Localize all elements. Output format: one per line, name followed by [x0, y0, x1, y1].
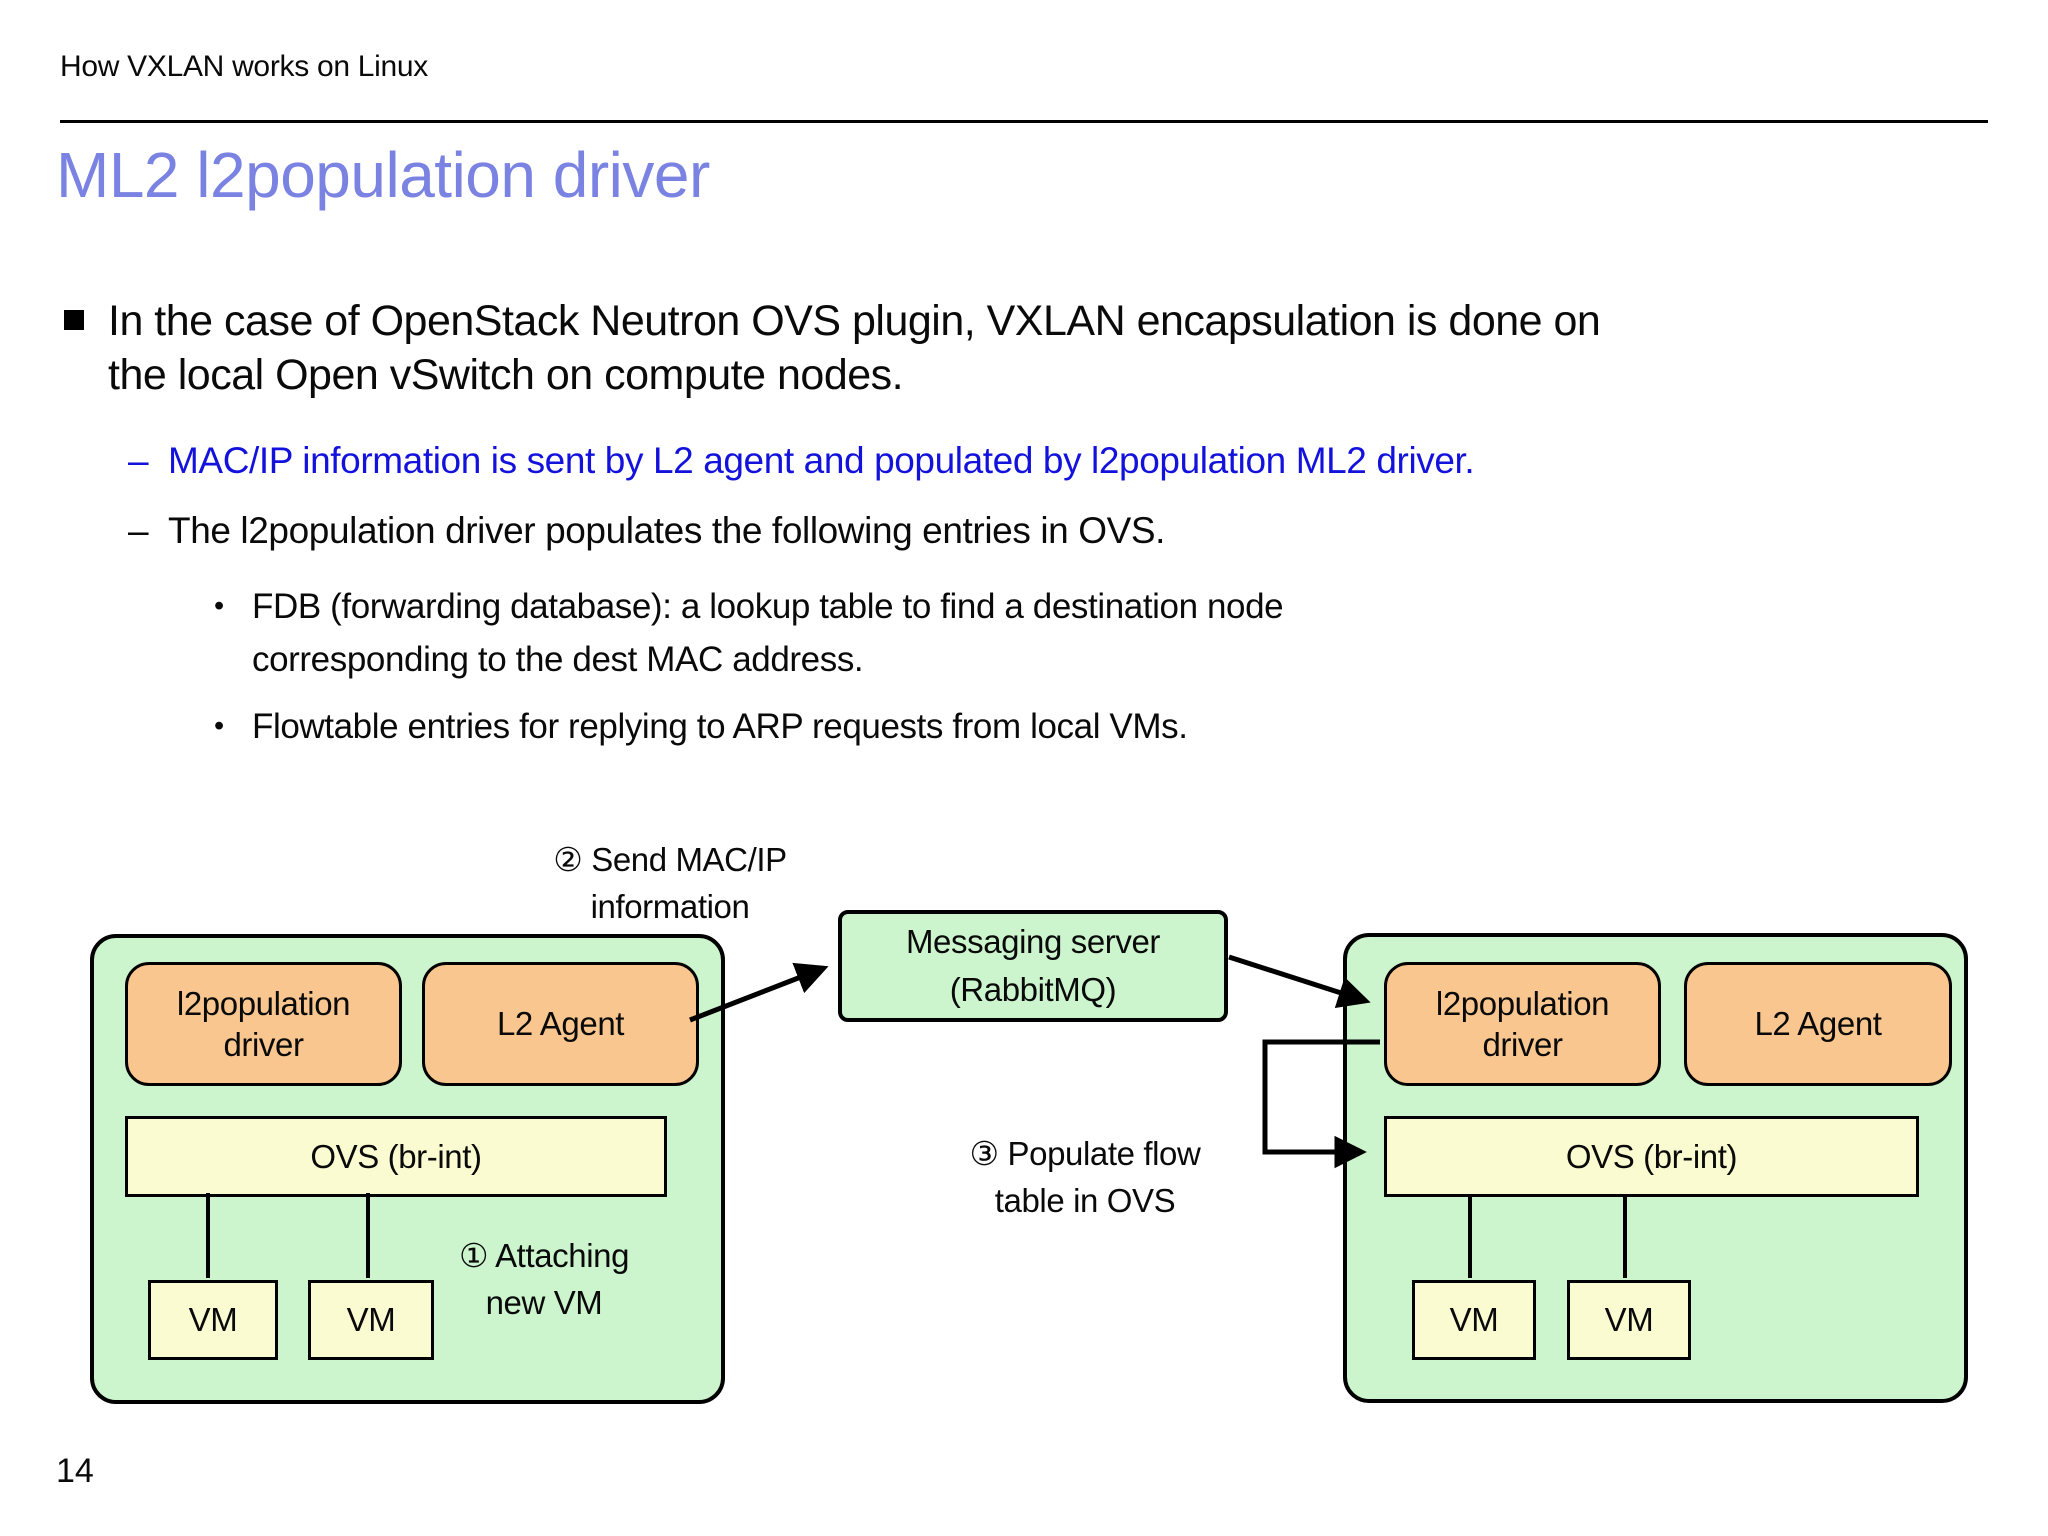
left-l2-agent-box: L2 Agent: [422, 962, 699, 1086]
dot-bullet-marker: •: [214, 710, 224, 742]
header-divider: [60, 120, 1988, 123]
right-l2-agent-box: L2 Agent: [1684, 962, 1952, 1086]
bullet-level2-text: The l2population driver populates the fo…: [168, 510, 1166, 551]
dot-bullet-marker: •: [214, 590, 224, 622]
left-vm-box-1: VM: [148, 1280, 278, 1360]
left-l2population-driver-box: l2population driver: [125, 962, 402, 1086]
slide-header: How VXLAN works on Linux: [60, 50, 428, 83]
label-step1-attaching-new-vm: ① Attaching new VM: [458, 1237, 630, 1321]
left-vm-box-2: VM: [308, 1280, 434, 1360]
square-bullet-marker: [64, 310, 84, 330]
bullet-level1: In the case of OpenStack Neutron OVS plu…: [64, 294, 1984, 402]
messaging-server-box: Messaging server (RabbitMQ): [838, 910, 1228, 1022]
bullet-level2: – The l2population driver populates the …: [128, 508, 2028, 554]
bullet-level2-highlight-text: MAC/IP information is sent by L2 agent a…: [168, 440, 1475, 481]
left-ovs-box: OVS (br-int): [125, 1116, 667, 1197]
right-vm-box-1: VM: [1412, 1280, 1536, 1360]
dash-marker: –: [128, 440, 149, 481]
bullet-level3-flowtable-text: Flowtable entries for replying to ARP re…: [252, 707, 1188, 746]
dash-marker: –: [128, 510, 149, 551]
label-step3-populate-flowtable: ③ Populate flow table in OVS: [969, 1135, 1201, 1219]
compute-node-left: l2population driver L2 Agent OVS (br-int…: [90, 934, 725, 1404]
right-ovs-box: OVS (br-int): [1384, 1116, 1919, 1197]
compute-node-right: l2population driver L2 Agent OVS (br-int…: [1343, 933, 1968, 1403]
page-title: ML2 l2population driver: [56, 139, 710, 211]
label-step2-send-macip: ② Send MAC/IP information: [553, 841, 787, 925]
page-number: 14: [56, 1452, 94, 1490]
bullet-level1-text: In the case of OpenStack Neutron OVS plu…: [108, 297, 1601, 399]
bullet-level3-fdb-text: FDB (forwarding database): a lookup tabl…: [252, 587, 1284, 679]
bullet-level2-highlight: – MAC/IP information is sent by L2 agent…: [128, 438, 2028, 484]
right-vm-box-2: VM: [1567, 1280, 1691, 1360]
bullet-level3-flowtable: • Flowtable entries for replying to ARP …: [214, 700, 1974, 753]
right-l2population-driver-box: l2population driver: [1384, 962, 1661, 1086]
bullet-level3-fdb: • FDB (forwarding database): a lookup ta…: [214, 580, 1974, 686]
